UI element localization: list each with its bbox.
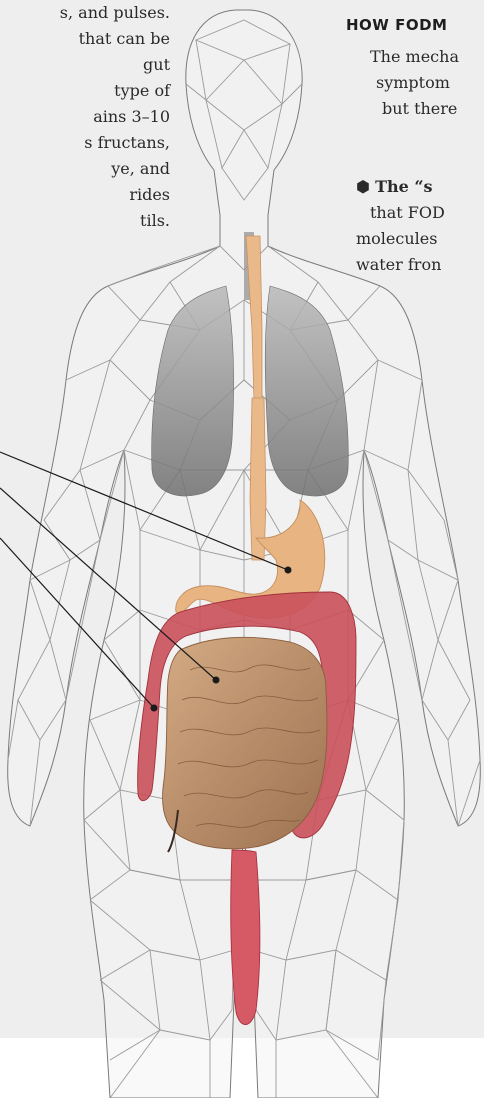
- rectum: [231, 850, 260, 1025]
- small-intestine: [163, 637, 327, 848]
- esophagus-lower: [250, 398, 266, 560]
